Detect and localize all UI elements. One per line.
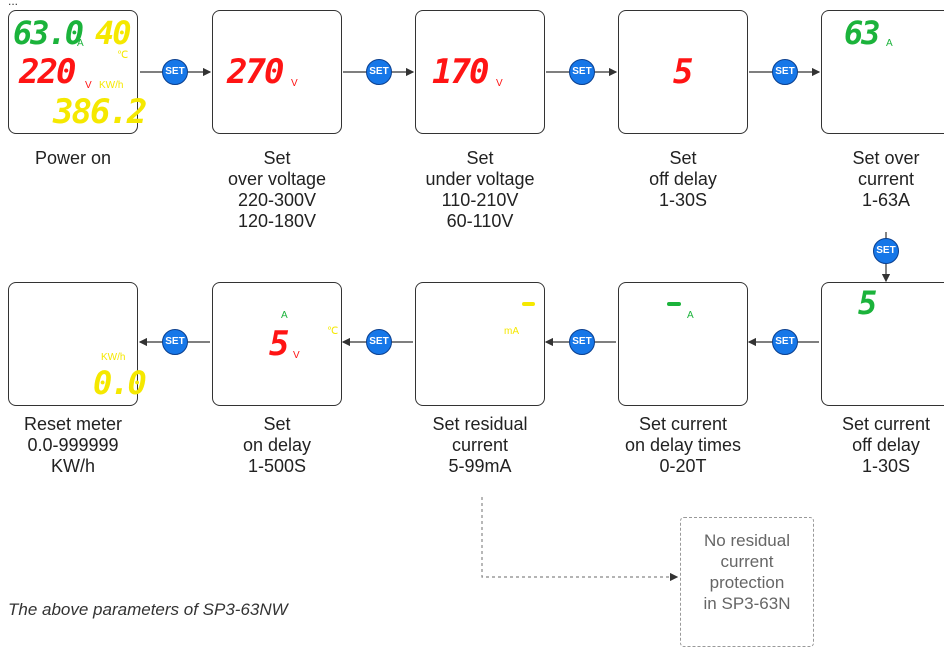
set-button-7[interactable]: SET [569, 329, 595, 355]
display-on-delay: A ℃ 5 V [212, 282, 342, 406]
caption-off-delay: Set off delay 1-30S [649, 148, 717, 210]
on-delay-unit-v: V [293, 350, 300, 361]
over-voltage-unit: V [291, 78, 298, 89]
caption-current-off-delay: Set current off delay 1-30S [841, 414, 931, 476]
current-readout: 63.0 [13, 14, 84, 52]
display-over-current: 63 A [821, 10, 944, 134]
caption-current-on-delay-times: Set current on delay times 0-20T [624, 414, 742, 476]
display-power-on: 63.0 A 40 ℃ 220 V KW/h 386.2 [8, 10, 147, 134]
dashed-note-link [481, 497, 679, 582]
caption-residual-current: Set residual current 5-99mA [432, 414, 528, 476]
current-on-delay-unit: A [687, 310, 694, 321]
set-button-4[interactable]: SET [772, 59, 798, 85]
on-delay-value: 5 [269, 324, 290, 364]
caption-reset-meter: Reset meter 0.0-999999 KW/h [23, 414, 123, 476]
footnote: The above parameters of SP3-63NW [8, 600, 288, 619]
energy-unit: KW/h [99, 80, 124, 91]
residual-current-unit: mA [504, 326, 519, 337]
current-on-delay-dash [667, 302, 681, 306]
under-voltage-unit: V [496, 78, 503, 89]
on-delay-unit-temp: ℃ [327, 326, 339, 337]
set-button-6[interactable]: SET [772, 329, 798, 355]
display-current-off-delay: 5 [821, 282, 944, 406]
current-unit: A [77, 38, 84, 49]
set-button-3[interactable]: SET [569, 59, 595, 85]
reset-meter-value: 0.0 [93, 364, 147, 402]
header-fragment: ... [8, 0, 19, 8]
set-button-1[interactable]: SET [162, 59, 188, 85]
reset-meter-unit: KW/h [101, 352, 126, 363]
on-delay-unit-a: A [281, 310, 288, 321]
temperature-unit: ℃ [117, 50, 129, 61]
over-voltage-value: 270 [227, 52, 284, 92]
energy-readout: 386.2 [53, 92, 147, 132]
set-button-9[interactable]: SET [162, 329, 188, 355]
voltage-readout: 220 [19, 52, 76, 92]
voltage-unit: V [85, 80, 92, 91]
caption-power-on: Power on [34, 148, 112, 168]
temperature-readout: 40 [95, 14, 132, 52]
display-over-voltage: 270 V [212, 10, 342, 134]
off-delay-value: 5 [673, 52, 694, 92]
caption-over-voltage: Set over voltage 220-300V 120-180V [227, 148, 327, 231]
set-button-5[interactable]: SET [873, 238, 899, 264]
over-current-unit: A [886, 38, 893, 49]
under-voltage-value: 170 [432, 52, 489, 92]
set-button-8[interactable]: SET [366, 329, 392, 355]
residual-current-dash [522, 302, 535, 306]
caption-on-delay: Set on delay 1-500S [242, 414, 312, 476]
caption-under-voltage: Set under voltage 110-210V 60-110V [425, 148, 535, 231]
display-under-voltage: 170 V [415, 10, 545, 134]
caption-over-current: Set over current 1-63A [852, 148, 920, 210]
display-residual-current: mA [415, 282, 545, 406]
over-current-value: 63 [844, 14, 881, 52]
display-reset-meter: KW/h 0.0 [8, 282, 147, 406]
display-current-on-delay-times: A [618, 282, 748, 406]
set-button-2[interactable]: SET [366, 59, 392, 85]
note-text: No residual current protection in SP3-63… [703, 531, 791, 613]
current-off-delay-value: 5 [858, 284, 877, 322]
display-off-delay: 5 [618, 10, 748, 134]
